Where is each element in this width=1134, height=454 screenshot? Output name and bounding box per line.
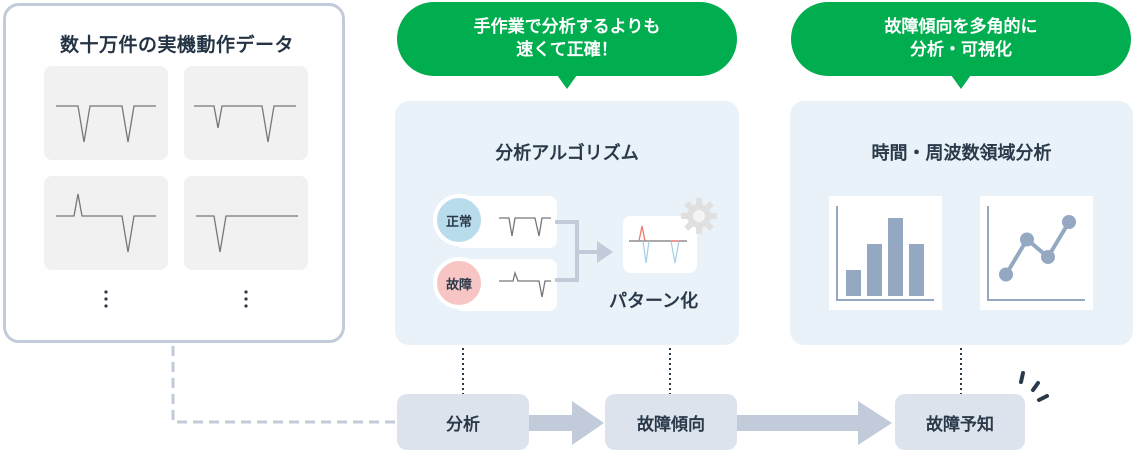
flow-arrow-head [858,401,892,445]
flow-arrow-shaft [736,415,860,431]
flow-step-fault-prediction: 故障予知 [895,394,1025,450]
bar [909,244,924,296]
waveform-icon [194,105,296,143]
speech-bubble-visualize: 故障傾向を多角的に 分析・可視化 [791,2,1131,76]
gear-icon [681,198,717,234]
line-point [999,267,1013,282]
emphasis-marks-icon [1019,371,1049,402]
fault-waveform-icon [499,270,551,298]
bar [867,244,882,296]
line-chart-icon [987,206,1085,301]
bar-chart-icon [836,206,934,301]
waveform-icon [56,193,156,253]
flow-arrow-shaft [528,415,574,431]
chart-axis [987,206,1085,301]
bubble-line: 故障傾向を多角的に [884,17,1038,37]
flow-arrow-head [572,401,604,445]
analysis-panel: 時間・周波数領域分析 [790,101,1133,345]
line-point [1020,232,1034,247]
bar-chart-card [829,196,942,310]
dashed-connector [171,346,395,424]
pattern-waveform-icon [629,225,687,264]
merge-arrow [555,220,613,282]
pattern-card [623,216,697,273]
waveform-tile [184,176,308,270]
flow-connectors [171,346,962,445]
algorithm-panel: 分析アルゴリズム 正常 故障 [395,101,739,345]
waveform-icon [196,215,298,253]
operation-data-title: 数十万件の実機動作データ [59,34,294,56]
bar [888,218,903,296]
chart-axis [836,206,934,301]
bubble-line: 速くて正確！ [516,40,618,60]
normal-waveform-icon [499,217,551,237]
waveform-tile [184,66,308,160]
vertical-ellipsis-icon [104,290,108,308]
normal-badge: 正常 [433,194,485,246]
analysis-title: 時間・周波数領域分析 [871,143,1052,164]
waveform-tile [44,176,168,270]
bubble-tail [951,75,971,89]
waveform-tile [44,66,168,160]
pattern-label: パターン化 [609,291,699,312]
bubble-line: 手作業で分析するよりも [473,17,661,37]
bubble-tail [557,75,577,89]
bar [846,270,861,296]
line-point [1041,250,1055,264]
vertical-ellipsis-icon [244,290,248,308]
flow-step-fault-trend: 故障傾向 [605,394,737,450]
line-series [1004,220,1071,276]
flow-step-analysis: 分析 [397,394,529,450]
bubble-line: 分析・可視化 [910,40,1012,60]
line-point [1062,215,1076,229]
waveform-icon [56,105,156,143]
line-chart-card [980,196,1093,310]
algorithm-title: 分析アルゴリズム [495,143,639,164]
speech-bubble-speed: 手作業で分析するよりも 速くて正確！ [397,2,737,76]
operation-data-panel: 数十万件の実機動作データ [3,3,345,343]
fault-badge: 故障 [433,257,485,309]
